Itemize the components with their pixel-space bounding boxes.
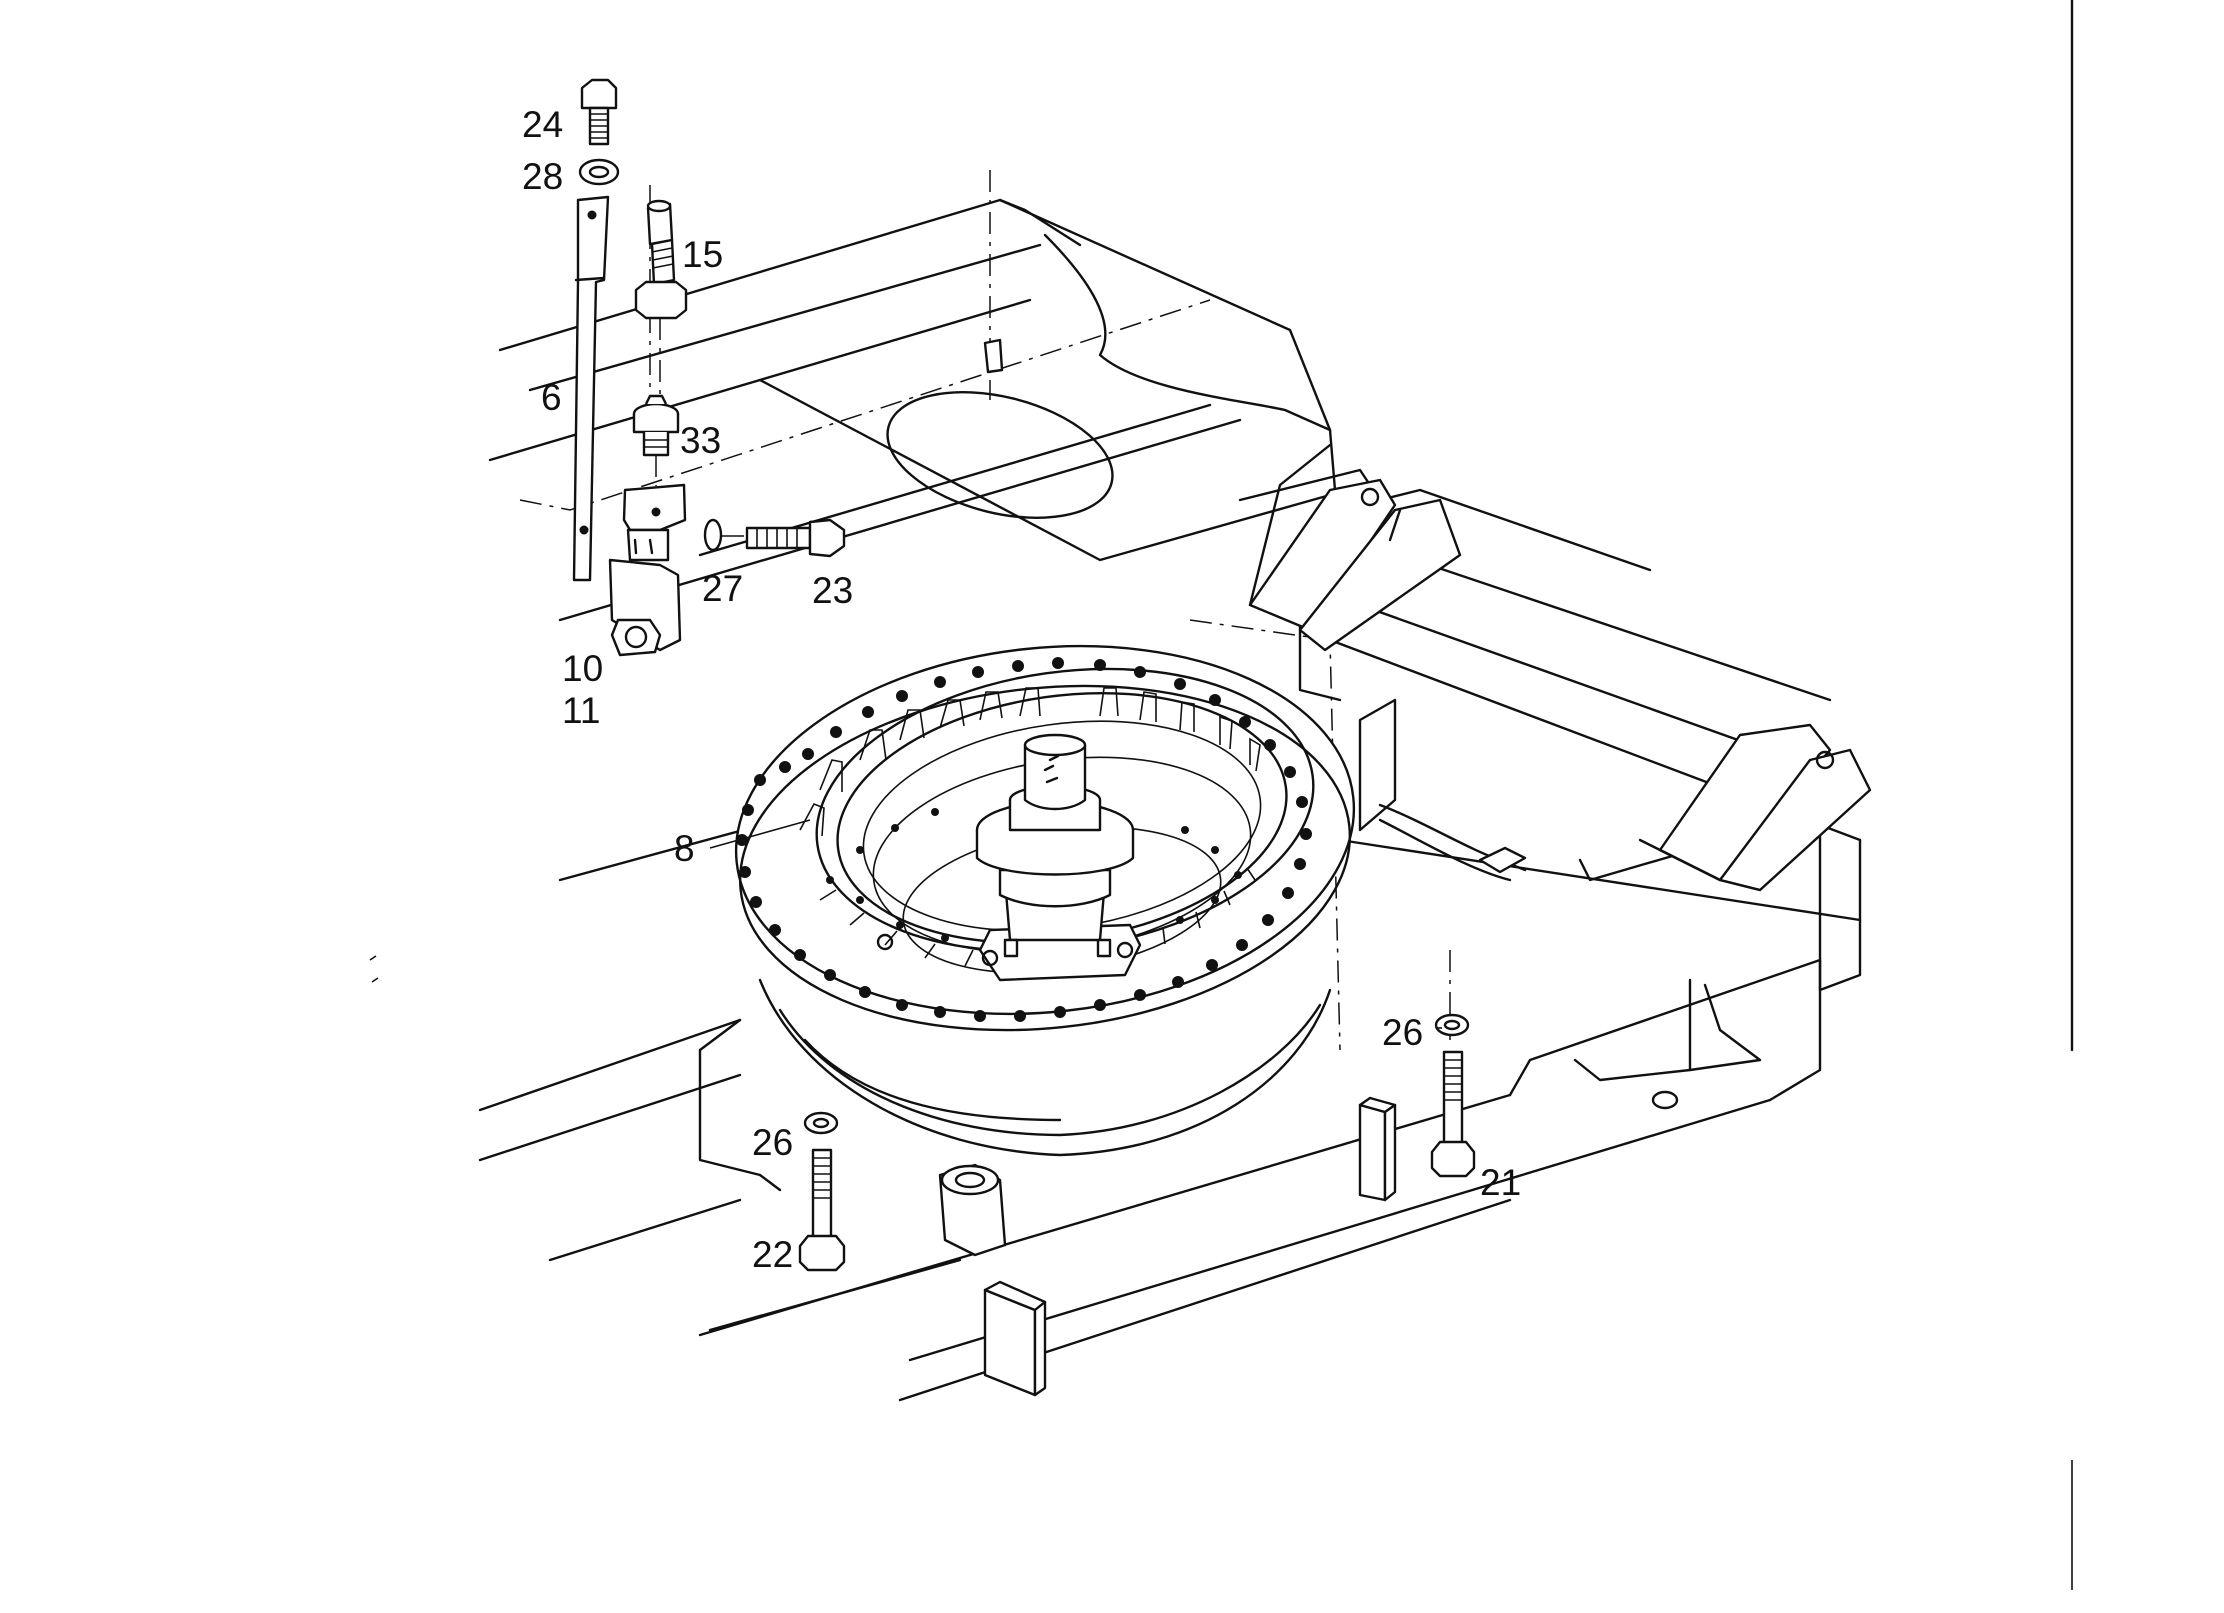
small-clip bbox=[983, 338, 1527, 874]
scan-specks bbox=[369, 955, 379, 983]
rotary-joint bbox=[876, 733, 1142, 982]
callout-8: 8 bbox=[674, 828, 695, 869]
bolt-21 bbox=[1430, 1050, 1476, 1178]
callout-26-right: 26 bbox=[1382, 1012, 1424, 1053]
callout-26-left: 26 bbox=[752, 1122, 794, 1163]
lifting-lugs-rear bbox=[1638, 723, 1872, 892]
callout-24: 24 bbox=[522, 104, 564, 145]
washer-26-right bbox=[1434, 1013, 1470, 1037]
bolt-22 bbox=[798, 1148, 846, 1272]
bolt-23 bbox=[722, 518, 846, 558]
callout-27: 27 bbox=[702, 568, 744, 609]
callout-6: 6 bbox=[541, 377, 562, 418]
callout-leader-8 bbox=[709, 819, 811, 849]
callout-10: 10 bbox=[562, 648, 604, 689]
washer-26-left bbox=[803, 1111, 839, 1135]
callout-11: 11 bbox=[562, 690, 601, 731]
rod-6 bbox=[572, 195, 610, 582]
adapter-33 bbox=[632, 394, 680, 457]
callout-21: 21 bbox=[1480, 1162, 1522, 1203]
stop-block-side bbox=[1358, 1096, 1397, 1202]
callout-15: 15 bbox=[682, 234, 724, 275]
callout-33: 33 bbox=[680, 420, 722, 461]
washer-28 bbox=[578, 158, 620, 186]
lifting-lugs-front bbox=[1248, 443, 1462, 652]
hose-fitting-15 bbox=[634, 199, 688, 320]
ring-bolt-holes bbox=[736, 657, 1312, 1022]
washer-27 bbox=[703, 518, 723, 552]
callout-23: 23 bbox=[812, 570, 854, 611]
bearing-block bbox=[938, 1163, 1007, 1257]
callout-28: 28 bbox=[522, 156, 564, 197]
callout-22: 22 bbox=[752, 1234, 794, 1275]
stop-block-front bbox=[983, 1280, 1047, 1397]
valve-block-10 bbox=[608, 483, 687, 657]
bolt-24 bbox=[580, 78, 618, 146]
